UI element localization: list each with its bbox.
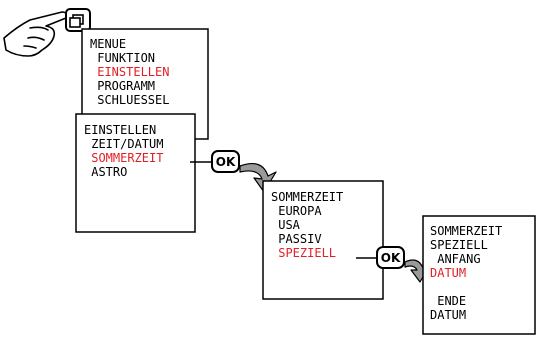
speziell-line-5: ENDE: [430, 294, 466, 308]
einstellen-panel: [75, 113, 196, 233]
ok-button-2[interactable]: OK: [376, 246, 405, 269]
speziell-panel: [422, 215, 536, 335]
einstellen-line-3: ASTRO: [84, 165, 127, 179]
einstellen-line-2: SOMMERZEIT: [84, 151, 163, 165]
ok-button-1[interactable]: OK: [211, 150, 240, 173]
speziell-line-3: DATUM: [430, 266, 466, 280]
menue-panel-text: MENUE FUNKTION EINSTELLEN PROGRAMM SCHLU…: [90, 37, 169, 107]
einstellen-panel-text: EINSTELLEN ZEIT/DATUM SOMMERZEIT ASTRO: [84, 123, 163, 179]
menue-line-1: FUNKTION: [90, 51, 155, 65]
speziell-line-0: SOMMERZEIT: [430, 224, 502, 238]
sommerzeit-line-0: SOMMERZEIT: [271, 190, 343, 204]
speziell-line-6: DATUM: [430, 308, 466, 322]
menue-line-2: EINSTELLEN: [90, 65, 169, 79]
sommerzeit-panel: [262, 180, 384, 300]
sommerzeit-line-4: SPEZIELL: [271, 246, 336, 260]
curved-arrow-2: [404, 259, 431, 283]
sommerzeit-line-3: PASSIV: [271, 232, 322, 246]
ok-button-1-label: OK: [216, 155, 236, 169]
menue-line-4: SCHLUESSEL: [90, 93, 169, 107]
speziell-line-2: ANFANG: [430, 252, 481, 266]
speziell-line-1: SPEZIELL: [430, 238, 488, 252]
menu-button-icon[interactable]: [65, 8, 91, 32]
menue-line-3: PROGRAMM: [90, 79, 155, 93]
sommerzeit-panel-text: SOMMERZEIT EUROPA USA PASSIV SPEZIELL: [271, 190, 343, 260]
ok-button-2-label: OK: [381, 251, 401, 265]
hand-icon: [3, 11, 68, 57]
sommerzeit-line-1: EUROPA: [271, 204, 322, 218]
sommerzeit-line-2: USA: [271, 218, 301, 232]
einstellen-line-1: ZEIT/DATUM: [84, 137, 163, 151]
einstellen-line-0: EINSTELLEN: [84, 123, 156, 137]
speziell-panel-text: SOMMERZEIT SPEZIELL ANFANG DATUM ENDE DA…: [430, 224, 502, 322]
menue-line-0: MENUE: [90, 37, 126, 51]
